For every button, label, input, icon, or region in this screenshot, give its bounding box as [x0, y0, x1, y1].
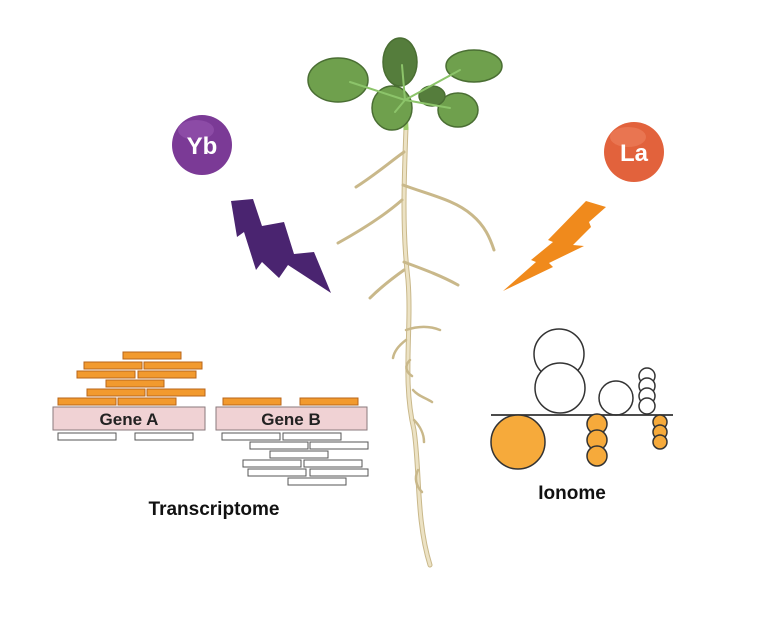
ionome-panel: Ionome — [490, 328, 673, 504]
gene-b-low-reads — [221, 432, 369, 486]
leaf — [445, 49, 503, 83]
lateral-root — [414, 468, 424, 494]
sequence-read — [287, 477, 347, 486]
sequence-read — [57, 397, 117, 406]
leaf-veins — [349, 64, 461, 113]
lateral-root — [401, 183, 496, 252]
main-root-inner — [402, 126, 432, 567]
leaf — [307, 57, 369, 103]
sequence-read — [299, 397, 359, 406]
gene-a-bar — [52, 406, 206, 431]
lateral-root — [402, 260, 460, 287]
ions-below-line — [490, 413, 668, 470]
leaf — [371, 85, 413, 131]
sequence-read — [122, 351, 182, 360]
sequence-read — [222, 397, 282, 406]
sequence-read — [309, 468, 369, 477]
lateral-root — [391, 338, 408, 360]
lateral-root — [411, 388, 434, 404]
sequence-read — [282, 432, 342, 441]
ion-circle — [652, 434, 668, 450]
sequence-read — [76, 370, 136, 379]
sequence-read — [249, 441, 309, 450]
leaf — [437, 92, 479, 128]
transcriptome-panel: Gene A Gene B Transcriptome — [52, 351, 369, 520]
gene-b-bar — [215, 406, 368, 431]
la-symbol: La — [620, 140, 649, 167]
ion-circle — [586, 445, 608, 467]
sequence-read — [143, 361, 203, 370]
lateral-root — [336, 198, 404, 245]
lateral-root — [405, 358, 414, 378]
ion-circle — [638, 397, 656, 415]
gene-b-reads — [222, 397, 359, 406]
sequence-read — [309, 441, 369, 450]
sequence-read — [105, 379, 165, 388]
gene-a-reads — [57, 351, 206, 406]
gene-a-label: Gene A — [100, 410, 159, 429]
lateral-root — [368, 268, 406, 300]
ions-above-line — [533, 328, 656, 416]
sequence-read — [57, 432, 117, 441]
sequence-read — [221, 432, 281, 441]
lateral-root — [404, 325, 442, 332]
rosette-leaves — [307, 37, 503, 131]
sequence-read — [117, 397, 177, 406]
yb-symbol: Yb — [187, 133, 218, 160]
leaf — [382, 37, 418, 87]
ion-circle — [534, 362, 586, 414]
sequence-read — [86, 388, 146, 397]
gene-a-low-reads — [57, 432, 194, 441]
la-element-badge: La — [604, 122, 664, 182]
ion-circle — [598, 380, 634, 416]
sequence-read — [83, 361, 143, 370]
sequence-read — [269, 450, 329, 459]
sequence-read — [134, 432, 194, 441]
ionome-label: Ionome — [538, 483, 606, 504]
ion-circle — [490, 414, 546, 470]
lateral-root — [412, 418, 426, 444]
lateral-root — [354, 150, 406, 189]
sequence-read — [303, 459, 363, 468]
sequence-read — [247, 468, 307, 477]
yb-element-badge: Yb — [172, 115, 232, 175]
yb-lightning-bolt — [231, 199, 331, 293]
sequence-read — [146, 388, 206, 397]
root-system — [336, 125, 496, 568]
plant — [307, 37, 503, 568]
sequence-read — [242, 459, 302, 468]
gene-b-label: Gene B — [261, 410, 321, 429]
la-lightning-bolt — [503, 201, 606, 291]
sequence-read — [137, 370, 197, 379]
transcriptome-label: Transcriptome — [149, 499, 280, 520]
